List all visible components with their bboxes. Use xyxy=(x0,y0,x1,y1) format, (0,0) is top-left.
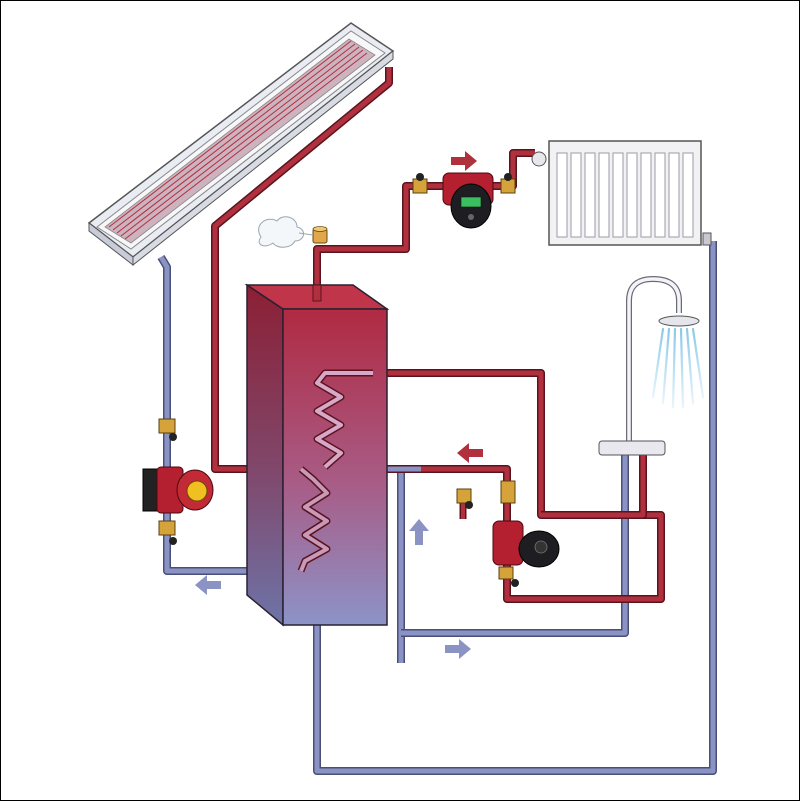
solar-hot-pipe xyxy=(211,67,393,473)
cold-main-pipe xyxy=(313,241,717,775)
ball-valve-icon xyxy=(158,418,176,434)
safety-valve xyxy=(312,226,328,244)
shower-head-icon xyxy=(658,315,700,327)
shower xyxy=(598,275,705,456)
heating-flow-pipe xyxy=(313,149,535,301)
solar-collector xyxy=(87,22,395,267)
flow-arrow-cold-right xyxy=(445,639,471,659)
ball-valve-icon xyxy=(412,178,428,194)
tank-upper-coil xyxy=(313,369,373,470)
heating-circulator-pump xyxy=(412,172,516,229)
shower-mixer xyxy=(598,440,666,456)
flow-arrow-heating xyxy=(451,151,477,171)
thermostatic-valve-icon xyxy=(531,151,547,167)
flow-arrow-cold-up xyxy=(409,519,429,545)
water-spray xyxy=(651,327,705,409)
ball-valve-icon xyxy=(500,178,516,194)
tank-lower-coil xyxy=(297,466,331,573)
flow-arrow-solar-return xyxy=(195,575,221,595)
dhw-hot-pipe xyxy=(373,369,665,603)
collector-absorber-lines xyxy=(108,40,368,240)
storage-tank xyxy=(244,283,390,627)
radiator xyxy=(531,140,712,246)
pump-display xyxy=(460,196,482,208)
ball-valve-icon xyxy=(456,488,472,504)
dhw-circulator-pump xyxy=(456,480,560,587)
flow-arrow-dhw-return xyxy=(457,443,483,463)
check-valve-icon xyxy=(500,480,516,504)
pump-badge-icon xyxy=(186,480,208,502)
ball-valve-icon xyxy=(158,520,176,536)
ball-valve-icon xyxy=(498,566,514,580)
steam-cloud xyxy=(258,216,314,248)
solar-circulator-pump xyxy=(142,418,214,545)
radiator-fins xyxy=(556,152,694,238)
